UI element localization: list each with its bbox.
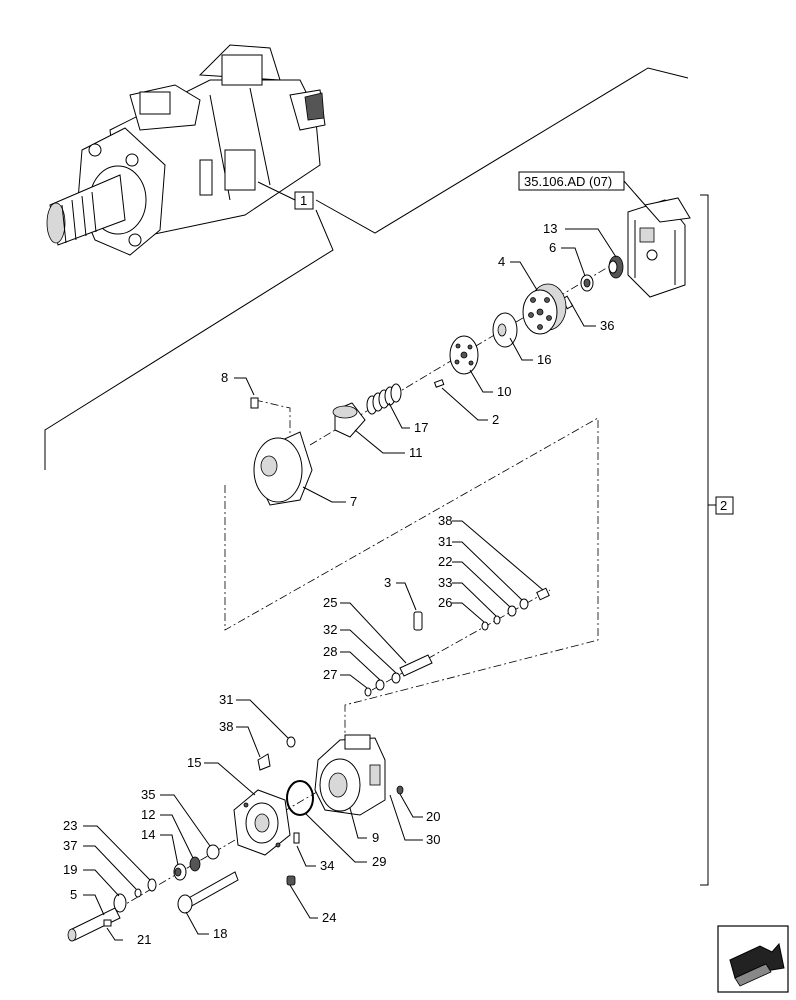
- callout-2: 2: [720, 498, 727, 513]
- callout-box-2[interactable]: [715, 496, 734, 515]
- callout-4[interactable]: 4: [498, 254, 505, 269]
- lower-exploded-group: [67, 734, 404, 942]
- callout-29[interactable]: 29: [372, 854, 386, 869]
- callout-30[interactable]: 30: [426, 832, 440, 847]
- callout-27[interactable]: 27: [323, 667, 337, 682]
- upper-exploded-group: [224, 255, 624, 745]
- callout-13[interactable]: 13: [543, 221, 557, 236]
- callout-7[interactable]: 7: [350, 494, 357, 509]
- callout-23[interactable]: 23: [63, 818, 77, 833]
- callout-36[interactable]: 36: [600, 318, 614, 333]
- callout-3[interactable]: 3: [384, 575, 391, 590]
- callout-22[interactable]: 22: [438, 554, 452, 569]
- callout-2-part[interactable]: 2: [492, 412, 499, 427]
- callout-31-bottom[interactable]: 31: [219, 692, 233, 707]
- valve-group: [364, 587, 551, 697]
- callout-5[interactable]: 5: [70, 887, 77, 902]
- callout-31-top[interactable]: 31: [438, 534, 452, 549]
- callout-10[interactable]: 10: [497, 384, 511, 399]
- callout-19[interactable]: 19: [63, 862, 77, 877]
- callout-20[interactable]: 20: [426, 809, 440, 824]
- callout-14[interactable]: 14: [141, 827, 155, 842]
- callout-32[interactable]: 32: [323, 622, 337, 637]
- reference-label: 35.106.AD (07): [524, 174, 612, 189]
- callout-17[interactable]: 17: [414, 420, 428, 435]
- callout-8[interactable]: 8: [221, 370, 228, 385]
- leader-lines: [83, 228, 617, 941]
- assembly-bracket-lines: [44, 67, 689, 470]
- main-pump-assembly: [46, 44, 326, 256]
- reference-subassembly[interactable]: 35.106.AD (07): [518, 171, 691, 298]
- callout-24[interactable]: 24: [322, 910, 336, 925]
- callout-33[interactable]: 33: [438, 575, 452, 590]
- callout-labels: 13 6 4 36 16 10 2 17 11 8 7 38 31 22 33 …: [63, 221, 614, 947]
- bracket-2-line: [700, 194, 709, 886]
- callout-15[interactable]: 15: [187, 755, 201, 770]
- callout-38-bottom[interactable]: 38: [219, 719, 233, 734]
- callout-38-top[interactable]: 38: [438, 513, 452, 528]
- callout-28[interactable]: 28: [323, 644, 337, 659]
- callout-25[interactable]: 25: [323, 595, 337, 610]
- callout-21[interactable]: 21: [137, 932, 151, 947]
- callout-34[interactable]: 34: [320, 858, 334, 873]
- callout-26[interactable]: 26: [438, 595, 452, 610]
- callout-35[interactable]: 35: [141, 787, 155, 802]
- callout-37[interactable]: 37: [63, 838, 77, 853]
- callout-1: 1: [300, 193, 307, 208]
- callout-9[interactable]: 9: [372, 830, 379, 845]
- callout-box-1[interactable]: [294, 191, 314, 210]
- callout-11[interactable]: 11: [409, 445, 423, 460]
- callout-18[interactable]: 18: [213, 926, 227, 941]
- callout-12[interactable]: 12: [141, 807, 155, 822]
- callout-6[interactable]: 6: [549, 240, 556, 255]
- next-page-arrow-icon[interactable]: [717, 925, 789, 993]
- callout-16[interactable]: 16: [537, 352, 551, 367]
